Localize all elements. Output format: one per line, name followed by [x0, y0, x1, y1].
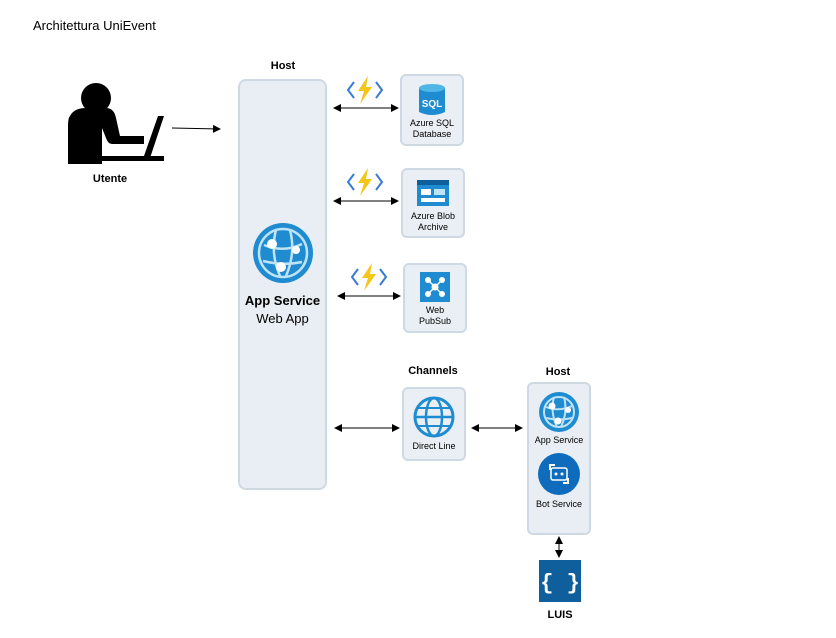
web-pubsub-card: Web PubSub [403, 263, 467, 333]
sql-database-icon: SQL [419, 84, 445, 115]
sql-database-label: Azure SQL Database [409, 118, 455, 139]
sql-glyph: SQL [422, 99, 443, 110]
direct-line-card: Direct Line [402, 387, 466, 461]
diagram-title: Architettura UniEvent [33, 18, 156, 33]
user-figure [62, 78, 172, 166]
function-icon [346, 74, 384, 106]
host-main-panel [238, 79, 327, 490]
app-service-title: App Service [244, 293, 321, 308]
bot-app-service-label: App Service [534, 435, 584, 445]
function-icon [350, 261, 388, 293]
web-pubsub-icon [420, 272, 450, 302]
arrow-user-to-host [171, 124, 221, 133]
globe-icon [413, 396, 455, 438]
function-icon [346, 166, 384, 198]
luis-label: LUIS [547, 609, 573, 621]
host-main-header: Host [270, 60, 296, 72]
blob-archive-card: Azure Blob Archive [401, 168, 465, 238]
luis-glyph: { } [540, 571, 580, 596]
direct-line-label: Direct Line [412, 441, 456, 451]
sql-database-card: SQL Azure SQL Database [400, 74, 464, 146]
app-service-icon [539, 392, 579, 432]
blob-archive-label: Azure Blob Archive [410, 211, 456, 232]
user-at-laptop-icon [68, 83, 164, 164]
user-label: Utente [92, 173, 128, 185]
bot-service-label: Bot Service [535, 499, 583, 509]
host-bot-header: Host [545, 366, 571, 378]
luis-icon: { } [538, 559, 582, 603]
blob-storage-icon [417, 180, 449, 206]
channels-header: Channels [408, 365, 458, 377]
web-pubsub-label: Web PubSub [418, 305, 452, 326]
app-service-icon [250, 220, 316, 286]
bot-service-icon [538, 453, 580, 495]
host-bot-panel: App Service Bot Service [527, 382, 591, 535]
app-service-subtitle: Web App [256, 311, 309, 326]
